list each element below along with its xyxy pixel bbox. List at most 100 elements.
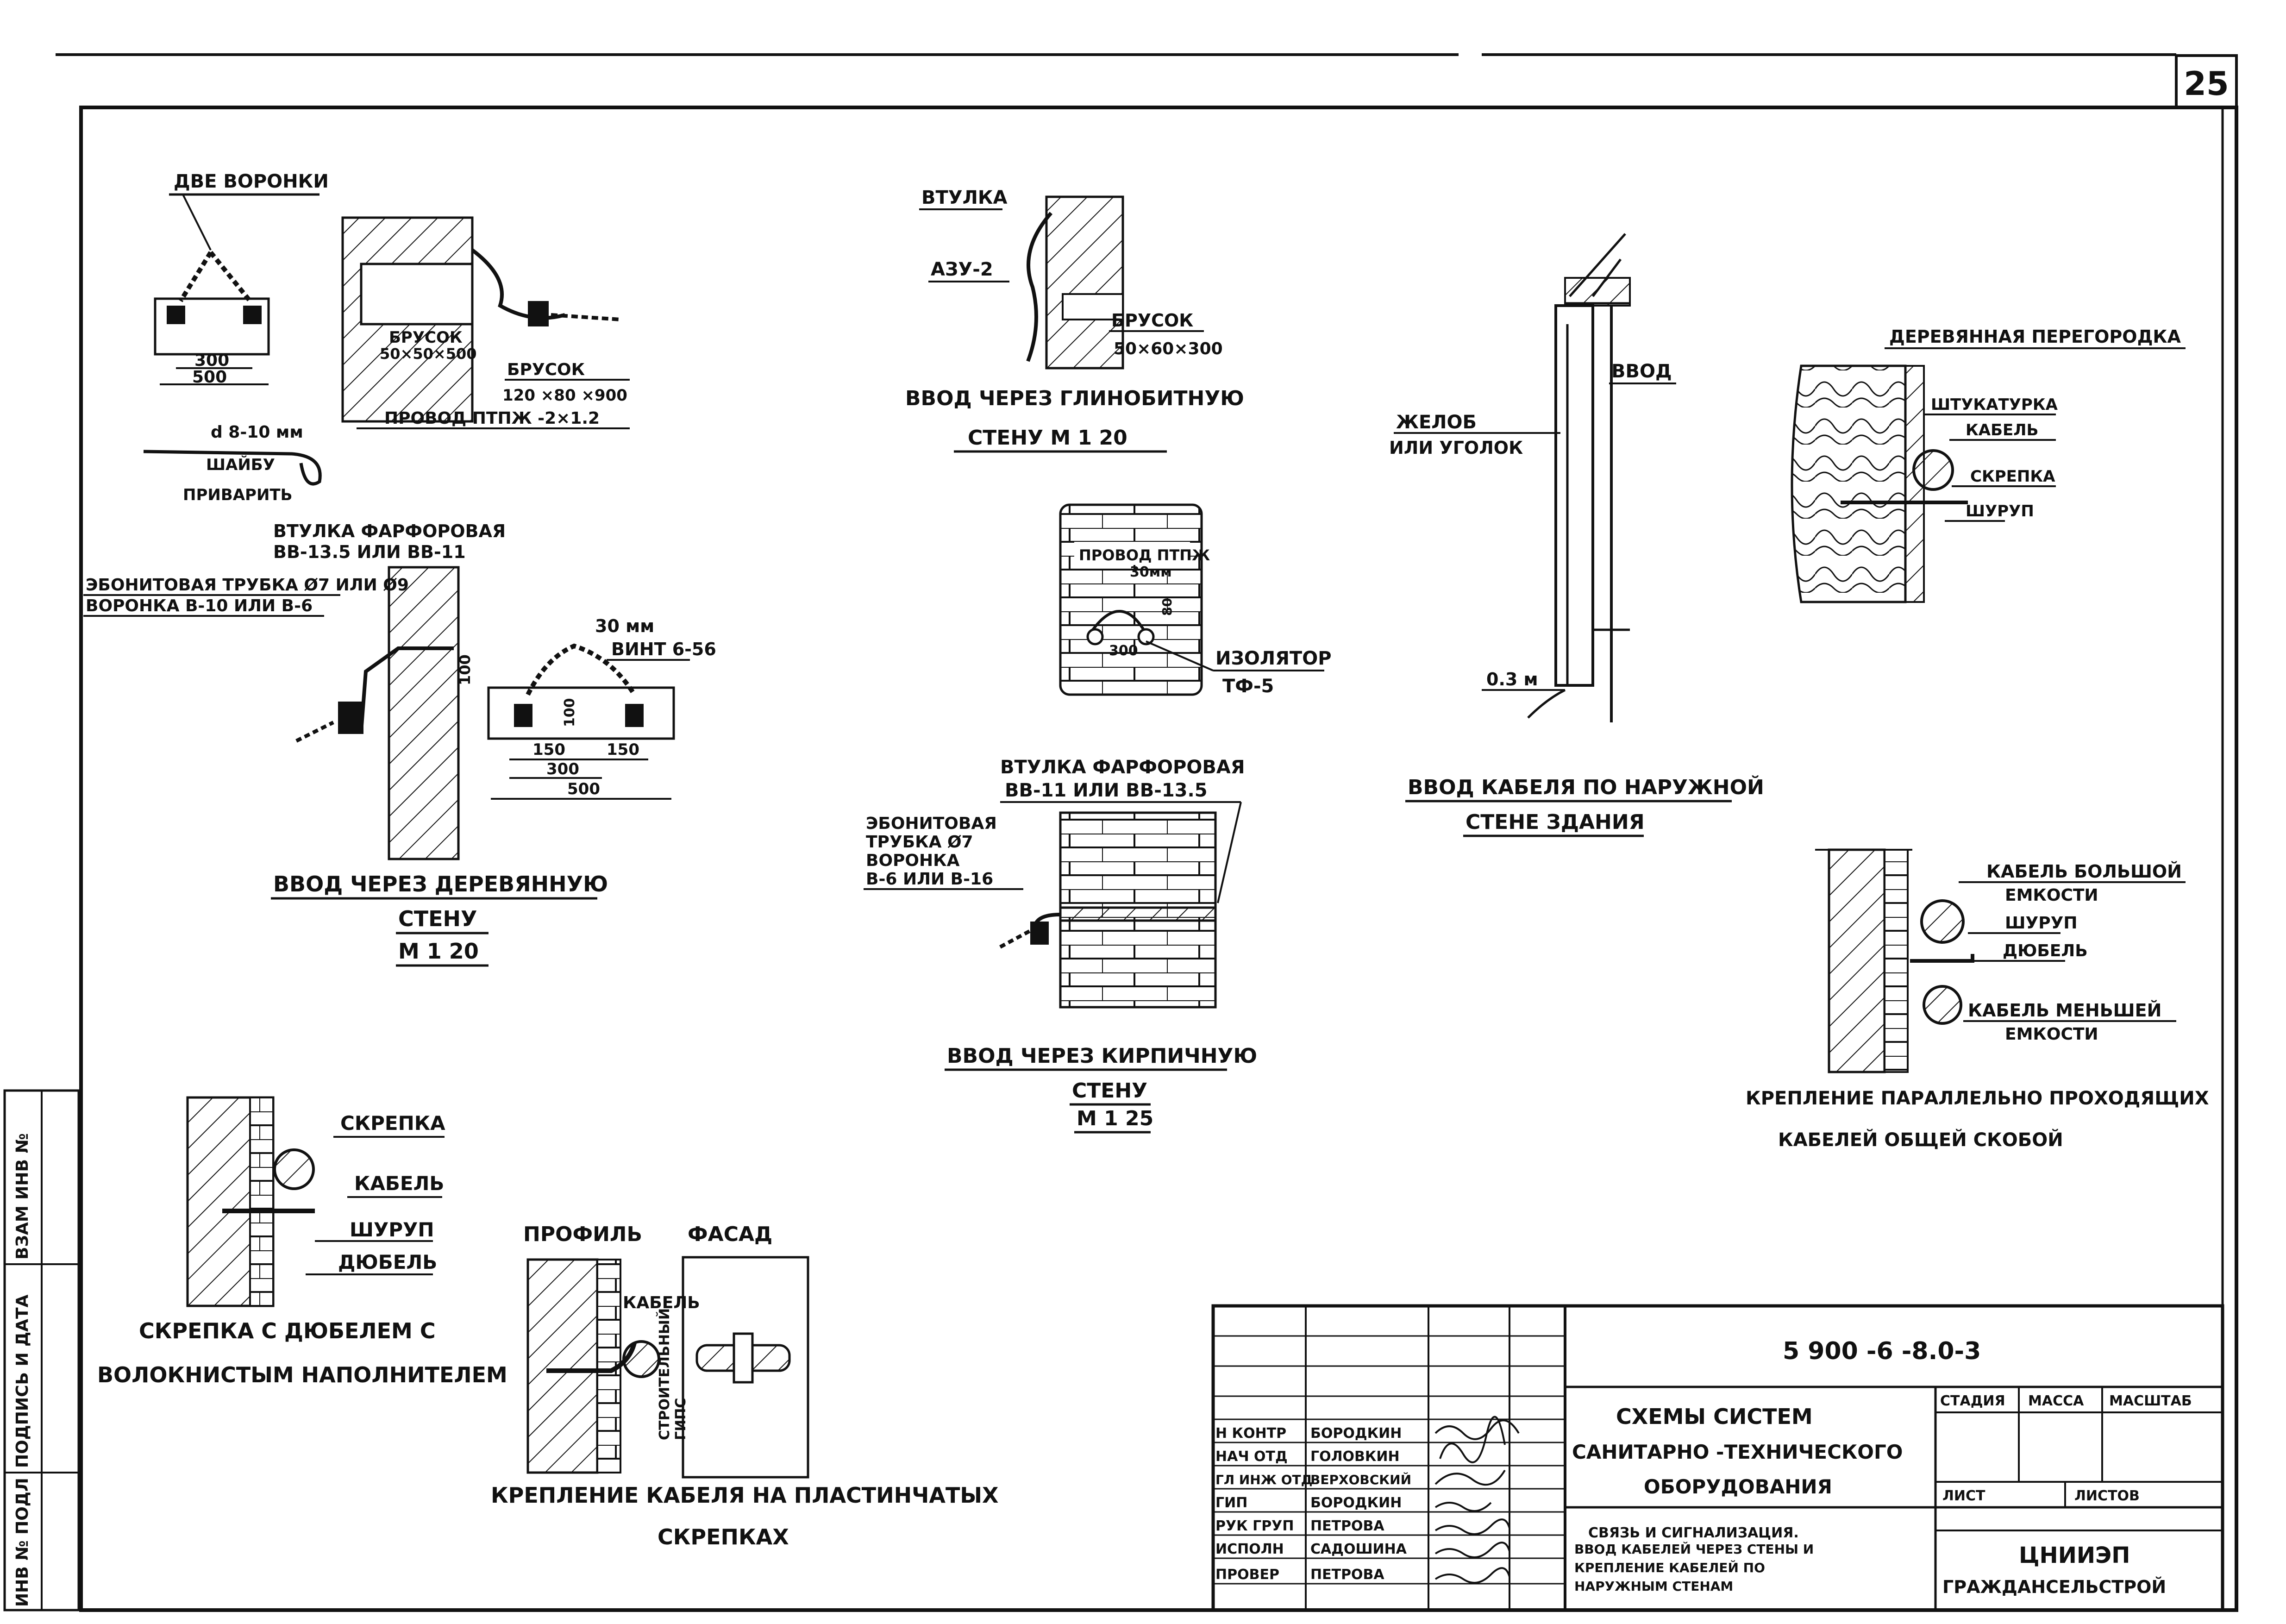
plate-profile-wall [526, 1258, 599, 1474]
dowel-title2: ВОЛОКНИСТЫМ НАПОЛНИТЕЛЕМ [97, 1362, 507, 1387]
outer-title2: СТЕНЕ ЗДАНИЯ [1466, 810, 1645, 834]
dim-500: 500 [192, 368, 227, 387]
stamp-role-5: ИСПОЛН [1215, 1541, 1284, 1557]
brick-panel-insulator [1059, 503, 1203, 696]
stamp-signatures [1434, 1416, 1520, 1584]
dim-500b: 500 [567, 780, 600, 798]
stamp-sheets: ЛИСТОВ [2074, 1488, 2140, 1504]
clay-bushing-label: ВТУЛКА [921, 187, 1008, 208]
stamp-name-2: ВЕРХОВСКИЙ [1310, 1472, 1411, 1487]
clay-hook-label: АЗУ-2 [931, 259, 993, 280]
bar1-size: 50×50×500 [380, 345, 476, 363]
insulator-board [487, 686, 675, 740]
tube-label: ЭБОНИТОВАЯ ТРУБКА Ø7 ИЛИ Ø9 [86, 576, 409, 595]
partition-wood [1791, 364, 1907, 603]
page-number: 25 [2184, 65, 2229, 103]
brick-title2: СТЕНУ [1072, 1079, 1147, 1103]
detail-dowel-clip: СКРЕПКА КАБЕЛЬ ШУРУП ДЮБЕЛЬ СКРЕПКА С ДЮ… [97, 1096, 507, 1387]
dim-150b: 150 [607, 740, 639, 759]
brick-scale: М 1 25 [1077, 1107, 1153, 1130]
brick-funnel1: ВОРОНКА [866, 851, 960, 870]
outer-wall-gutter [1554, 304, 1594, 687]
stamp-org-1: ЦНИИЭП [2019, 1542, 2130, 1568]
bar1-label: БРУСОК [389, 328, 463, 347]
insulator-dim-80: 80 [1159, 598, 1175, 616]
weld-label: ПРИВАРИТЬ [183, 486, 293, 504]
parallel-cable-big1: КАБЕЛЬ БОЛЬШОЙ [1986, 861, 2182, 882]
bushing-types: ВВ-13.5 ИЛИ ВВ-11 [273, 542, 466, 562]
plate-facade-panel [682, 1256, 809, 1479]
stamp-role-1: НАЧ ОТД [1215, 1448, 1288, 1465]
stamp-sub-4: НАРУЖНЫМ СТЕНАМ [1574, 1579, 1733, 1594]
outer-dim: 0.3 м [1486, 669, 1538, 690]
parallel-cable-big2: ЕМКОСТИ [2005, 886, 2098, 905]
bar2-size: 120 ×80 ×900 [502, 386, 627, 405]
stamp-role-2: ГЛ ИНЖ ОТД [1215, 1472, 1313, 1487]
drawing-frame [79, 106, 2238, 1612]
outer-gutter-label: ЖЕЛОБ [1396, 412, 1477, 433]
insulator-dim-30: 30мм [1130, 564, 1172, 580]
partition-clip: СКРЕПКА [1970, 467, 2055, 486]
bushing-label: ВТУЛКА ФАРФОРОВАЯ [273, 521, 506, 541]
plate-profile-label: ПРОФИЛЬ [523, 1223, 642, 1246]
parallel-cable-small2: ЕМКОСТИ [2005, 1025, 2098, 1044]
outer-title: ВВОД КАБЕЛЯ ПО НАРУЖНОЙ [1408, 775, 1764, 799]
wood-wall-title2: СТЕНУ [398, 906, 477, 931]
parallel-dowel: ДЮБЕЛЬ [2003, 941, 2088, 960]
dowel-dowel-label: ДЮБЕЛЬ [338, 1251, 437, 1273]
detail-parallel: КАБЕЛЬ БОЛЬШОЙ ЕМКОСТИ ШУРУП ДЮБЕЛЬ КАБЕ… [1746, 848, 2209, 1151]
outer-input-label: ВВОД [1611, 361, 1672, 382]
insulator-label: ИЗОЛЯТОР [1215, 648, 1332, 669]
stamp-sub-3: КРЕПЛЕНИЕ КАБЕЛЕЙ ПО [1574, 1560, 1765, 1575]
margin-label-replace: ВЗАМ ИНВ № [13, 1133, 32, 1260]
wood-wall-profile [388, 566, 460, 860]
stamp-title-3: ОБОРУДОВАНИЯ [1644, 1475, 1832, 1498]
detail-wood-wall: ДВЕ ВОРОНКИ 300 500 БРУСОК 50×50×500 БРУ… [83, 171, 716, 967]
washer-label: ШАЙБУ [206, 455, 275, 474]
brick-title: ВВОД ЧЕРЕЗ КИРПИЧНУЮ [947, 1044, 1257, 1068]
margin-label-sign: ПОДПИСЬ И ДАТА [13, 1294, 32, 1468]
stamp-sub-1: СВЯЗЬ И СИГНАЛИЗАЦИЯ. [1588, 1525, 1799, 1541]
stamp-sheet: ЛИСТ [1942, 1488, 1985, 1504]
plate-cable-label: КАБЕЛЬ [623, 1293, 700, 1312]
stamp-name-4: ПЕТРОВА [1310, 1518, 1384, 1534]
clay-bar-label: БРУСОК [1111, 310, 1193, 331]
stamp-role-0: Н КОНТР [1215, 1425, 1286, 1442]
dim-100a: 100 [456, 654, 474, 685]
detail-partition: ДЕРЕВЯННАЯ ПЕРЕГОРОДКА ШТУКАТУРКА КАБЕЛЬ… [1791, 326, 2186, 603]
dowel-screw-label: ШУРУП [350, 1218, 434, 1241]
parallel-title: КРЕПЛЕНИЕ ПАРАЛЛЕЛЬНО ПРОХОДЯЩИХ [1746, 1088, 2209, 1109]
two-funnels-label: ДВЕ ВОРОНКИ [174, 171, 329, 192]
outer-angle-label: ИЛИ УГОЛОК [1389, 438, 1523, 458]
wire-label: ПРОВОД ПТПЖ -2×1.2 [384, 409, 600, 428]
brick-bushing-label: ВТУЛКА ФАРФОРОВАЯ [1000, 757, 1245, 778]
stamp-role-3: ГИП [1215, 1495, 1247, 1511]
insulator-wire-label: ПРОВОД ПТПЖ [1079, 546, 1210, 564]
dim-30: 30 мм [595, 616, 654, 636]
insulator-dim-300: 300 [1109, 643, 1138, 659]
dim-300: 300 [194, 351, 229, 370]
bar2-label: БРУСОК [507, 360, 585, 379]
stamp-stage: СТАДИЯ [1940, 1393, 2005, 1409]
wood-wall-title: ВВОД ЧЕРЕЗ ДЕРЕВЯННУЮ [273, 872, 608, 897]
stamp-org-2: ГРАЖДАНСЕЛЬСТРОЙ [1942, 1577, 2166, 1597]
partition-cable: КАБЕЛЬ [1966, 421, 2038, 439]
brick-tube2: ТРУБКА Ø7 [866, 833, 973, 852]
stamp-role-4: РУК ГРУП [1215, 1518, 1294, 1534]
plate-title2: СКРЕПКАХ [658, 1524, 789, 1549]
detail-brick-insulator: ПРОВОД ПТПЖ 30мм 300 80 ИЗОЛЯТОР ТФ-5 [1059, 503, 1332, 697]
rod-label: d 8-10 мм [211, 423, 303, 442]
dowel-title: СКРЕПКА С ДЮБЕЛЕМ С [139, 1318, 436, 1343]
parallel-screw: ШУРУП [2005, 914, 2078, 933]
dim-150a: 150 [532, 740, 565, 759]
funnel-label: ВОРОНКА В-10 ИЛИ В-6 [86, 596, 313, 615]
partition-title: ДЕРЕВЯННАЯ ПЕРЕГОРОДКА [1889, 326, 2181, 347]
stamp-mass: МАССА [2028, 1393, 2084, 1409]
insulator-type: ТФ-5 [1222, 676, 1274, 697]
parallel-wall [1828, 848, 1886, 1073]
wood-wall-scale: М 1 20 [398, 939, 479, 964]
stamp-designation: 5 900 -6 -8.0-3 [1783, 1337, 1981, 1365]
clay-bar-size: 50×60×300 [1114, 339, 1223, 358]
title-block: 5 900 -6 -8.0-3 Н КОНТР НАЧ ОТД ГЛ ИНЖ О… [1211, 1304, 2224, 1612]
clay-title2: СТЕНУ М 1 20 [968, 426, 1127, 450]
